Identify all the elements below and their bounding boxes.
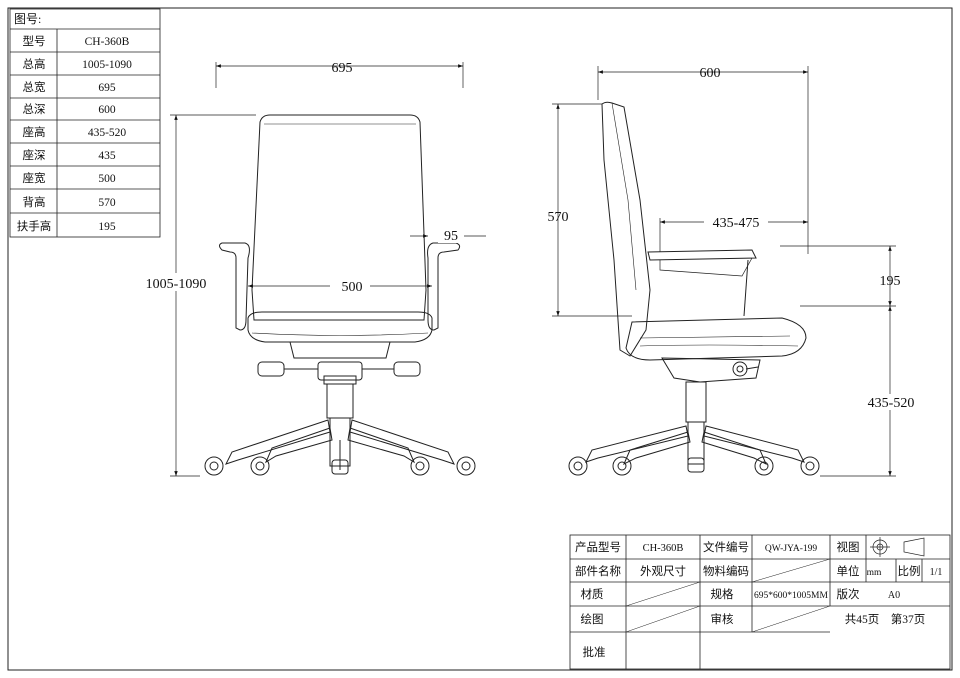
dim-armrest-height: 195 xyxy=(880,274,901,289)
front-view-dimension-labels: 695 1005-1090 500 95 xyxy=(138,61,464,295)
dim-total-width: 695 xyxy=(332,61,353,76)
spec-table-title: 图号: xyxy=(14,12,41,26)
spec-row-label: 总宽 xyxy=(23,80,46,94)
spec-row-value: 570 xyxy=(98,197,116,209)
side-view-dimension-labels: 600 570 435-475 195 435-520 xyxy=(548,66,920,411)
unit-label: 单位 xyxy=(837,564,860,578)
material-code-label: 物料编码 xyxy=(703,564,749,578)
spec-row-label: 座深 xyxy=(23,148,46,162)
spec-row-label: 扶手高 xyxy=(17,219,52,233)
dim-armrest-width: 95 xyxy=(444,229,458,244)
spec-row-value: 195 xyxy=(98,221,116,233)
spec-row-label: 总高 xyxy=(23,57,46,71)
product-model-label: 产品型号 xyxy=(575,540,621,554)
file-no-label: 文件编号 xyxy=(703,540,749,554)
title-block-text: 产品型号 CH-360B 文件编号 QW-JYA-199 视图 部件名称 外观尺… xyxy=(575,540,942,659)
approve-label: 批准 xyxy=(583,645,606,659)
dim-seat-width: 500 xyxy=(342,280,363,295)
side-view-chair xyxy=(568,101,820,476)
spec-table xyxy=(9,8,161,238)
title-block xyxy=(569,534,951,670)
spec-row-value: 1005-1090 xyxy=(82,59,132,71)
spec-row-label: 背高 xyxy=(23,195,46,209)
spec-label: 规格 xyxy=(711,587,734,601)
dim-seat-height: 435-520 xyxy=(868,396,915,411)
spec-row-value: 435-520 xyxy=(88,127,127,139)
spec-row-label: 座高 xyxy=(23,125,46,139)
version-label: 版次 xyxy=(837,587,860,601)
total-pages: 共45页 xyxy=(845,613,880,626)
spec-row-label: 总深 xyxy=(23,102,46,116)
page-no: 第37页 xyxy=(891,612,926,626)
review-label: 审核 xyxy=(711,612,734,626)
file-no-value: QW-JYA-199 xyxy=(765,544,817,554)
spec-row-value: 695 xyxy=(98,82,116,94)
front-view-chair xyxy=(204,114,476,476)
unit-value: mm xyxy=(867,568,882,578)
spec-table-rows: 型号 CH-360B 总高 1005-1090 总宽 695 总深 600 座高… xyxy=(17,34,132,233)
dim-seat-depth: 435-475 xyxy=(713,216,760,231)
spec-row-label: 型号 xyxy=(23,34,46,48)
scale-label: 比例 xyxy=(898,564,921,578)
dim-back-height: 570 xyxy=(548,210,569,225)
part-name-label: 部件名称 xyxy=(575,564,621,578)
part-name-value: 外观尺寸 xyxy=(640,564,686,578)
spec-row-value: 435 xyxy=(98,150,116,162)
drawn-label: 绘图 xyxy=(581,612,604,626)
spec-row-value: 500 xyxy=(98,173,116,185)
projection-symbol-icon xyxy=(870,537,925,557)
spec-row-label: 座宽 xyxy=(23,171,46,185)
dim-total-depth: 600 xyxy=(700,66,721,81)
dim-total-height: 1005-1090 xyxy=(146,277,207,292)
view-label: 视图 xyxy=(837,540,860,554)
spec-row-value: CH-360B xyxy=(85,36,130,48)
spec-row-value: 600 xyxy=(98,104,116,116)
material-label: 材质 xyxy=(581,587,604,601)
scale-value: 1/1 xyxy=(930,567,943,578)
side-view-dimensions xyxy=(552,66,896,477)
sheet-border xyxy=(7,7,953,671)
version-value: A0 xyxy=(888,590,900,601)
product-model-value: CH-360B xyxy=(643,543,684,554)
spec-value: 695*600*1005MM xyxy=(754,591,828,601)
